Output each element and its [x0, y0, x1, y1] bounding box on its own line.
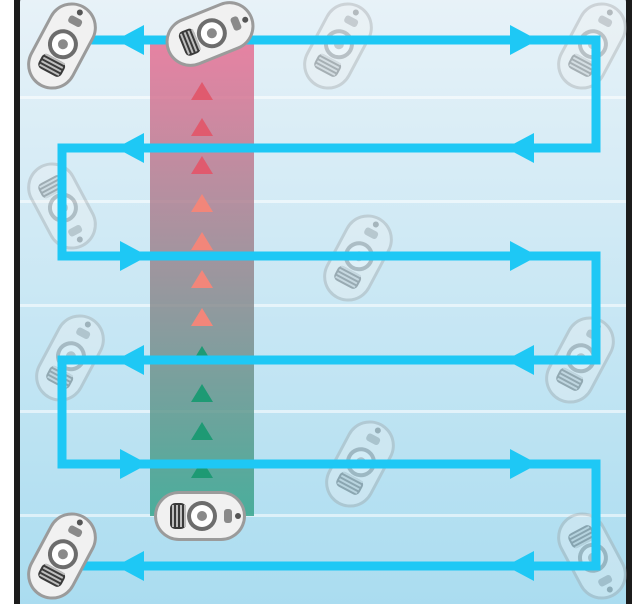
path-direction-arrow [116, 345, 144, 375]
robot [165, 1, 255, 67]
path-direction-arrow [510, 449, 538, 479]
robots [27, 1, 255, 600]
zone-up-arrow [191, 232, 213, 250]
zone-up-arrow [191, 118, 213, 136]
path-direction-arrow [506, 345, 534, 375]
path-direction-arrow [116, 551, 144, 581]
robot [154, 491, 246, 541]
glass-streak [20, 514, 626, 517]
zone-up-arrow [191, 308, 213, 326]
window-glass [14, 0, 632, 604]
robot [27, 2, 97, 90]
glass-pane [20, 0, 626, 604]
path-direction-arrow [116, 25, 144, 55]
zone-up-arrow [191, 270, 213, 288]
path-direction-arrow [506, 551, 534, 581]
zone-up-arrow [191, 384, 213, 402]
path-line [57, 35, 601, 571]
robot [27, 512, 97, 600]
zone-up-arrow [191, 460, 213, 478]
glass-streak [20, 304, 626, 307]
cleaning-path [57, 25, 601, 581]
cleaning-zone [150, 40, 254, 516]
path-direction-arrow [510, 25, 538, 55]
glass-streak [20, 96, 626, 99]
path-direction-arrow [120, 241, 148, 271]
path-direction-arrow [510, 241, 538, 271]
path-direction-arrow [116, 133, 144, 163]
glass-streak [20, 410, 626, 413]
glass-streak [20, 200, 626, 203]
path-direction-arrow [120, 449, 148, 479]
zone-up-arrow [191, 194, 213, 212]
zone-up-arrow [191, 156, 213, 174]
path-direction-arrow [506, 133, 534, 163]
zone-up-arrow [191, 422, 213, 440]
zone-up-arrow [191, 82, 213, 100]
